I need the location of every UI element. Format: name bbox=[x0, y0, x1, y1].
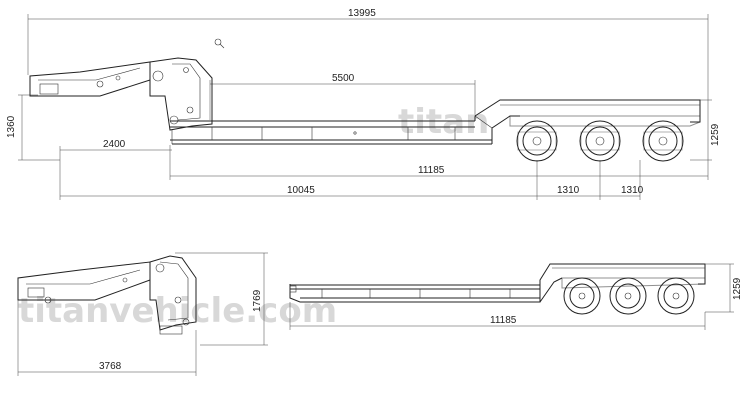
dim-axles: 10045 1310 1310 bbox=[60, 160, 644, 200]
dim-lower-rear-height-label: 1259 bbox=[732, 277, 743, 300]
dim-gooseneck-height-label: 1360 bbox=[6, 115, 17, 138]
top-wheel-1 bbox=[516, 120, 558, 162]
watermark-upper: titan bbox=[398, 102, 489, 142]
lowbed-wheel-group bbox=[561, 277, 706, 315]
dim-axle-spacing-2-label: 1310 bbox=[621, 185, 644, 196]
dim-rear-height-label: 1259 bbox=[710, 123, 721, 146]
dim-deck-label: 5500 bbox=[332, 73, 355, 84]
dim-gooseneck-width: 3768 bbox=[17, 300, 197, 376]
lowbed-wheel-3 bbox=[657, 277, 695, 315]
dim-gooseneck-height: 1360 bbox=[6, 94, 60, 161]
dim-front-height-label: 1769 bbox=[252, 289, 263, 312]
top-wheel-3 bbox=[642, 120, 684, 162]
dim-deck: 5500 bbox=[209, 73, 476, 120]
top-wheel-group bbox=[509, 115, 701, 162]
dim-front-height: 1769 bbox=[175, 252, 268, 346]
dim-kingpin-axle-label: 10045 bbox=[287, 185, 315, 196]
dim-rear-height: 1259 bbox=[690, 99, 721, 161]
lowbed-wheel-2 bbox=[609, 277, 647, 315]
dim-lower-length-label: 11185 bbox=[490, 315, 517, 326]
dim-gooseneck-to-deck-label: 2400 bbox=[103, 139, 126, 150]
dim-overall: 13995 bbox=[27, 8, 709, 100]
dim-lower-rear-height: 1259 bbox=[705, 263, 743, 313]
top-trailer-body bbox=[29, 38, 701, 145]
dim-axle-spacing-1-label: 1310 bbox=[557, 185, 580, 196]
dim-main-length-label: 11185 bbox=[418, 165, 445, 176]
lowbed-body bbox=[289, 263, 706, 303]
dim-main-length: 11185 bbox=[169, 145, 709, 180]
dim-overall-label: 13995 bbox=[348, 8, 376, 19]
dim-gooseneck-width-label: 3768 bbox=[99, 361, 122, 372]
dim-gooseneck-to-deck: 2400 bbox=[59, 139, 172, 200]
dim-lower-length: 11185 bbox=[289, 302, 706, 330]
top-wheel-2 bbox=[579, 120, 621, 162]
lowbed-wheel-1 bbox=[563, 277, 601, 315]
